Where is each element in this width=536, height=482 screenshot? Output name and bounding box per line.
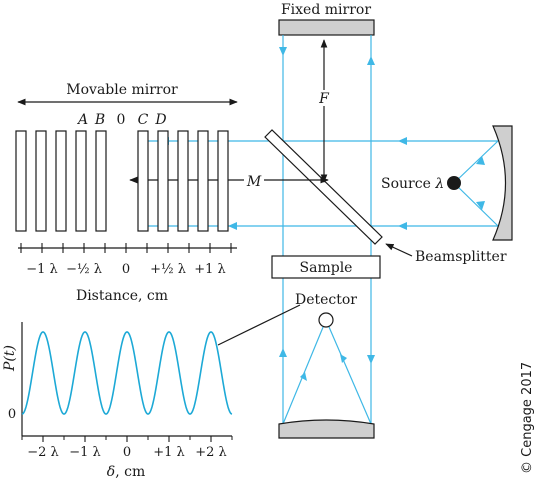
mirror-plate-1: [15, 130, 27, 232]
mirror-positions: [15, 130, 229, 232]
mirror-plate-2: [35, 130, 47, 232]
fixed-mirror-label: Fixed mirror: [281, 2, 371, 18]
m-label: M: [246, 174, 262, 190]
distance-tick-label: +½ λ: [150, 262, 186, 277]
mirror-letter-B: B: [94, 112, 105, 128]
distance-tick-label: −½ λ: [66, 262, 102, 277]
beamsplitter-leader: [385, 243, 413, 257]
delta-tick-label: −1 λ: [69, 445, 101, 460]
mirror-plate-4: [75, 130, 87, 232]
detector-to-signal-leader: [217, 304, 301, 346]
source-mirror: [492, 125, 513, 241]
delta-ticks: −2 λ −1 λ 0 +1 λ +2 λ: [21, 436, 233, 460]
mirror-letter-C: C: [138, 112, 149, 128]
distance-tick-label: 0: [122, 262, 130, 277]
signal-y-zero: 0: [8, 407, 16, 422]
source-icon: [447, 176, 461, 190]
f-label: F: [318, 91, 330, 107]
beamsplitter-label: Beamsplitter: [415, 249, 507, 265]
interferogram-line: [21, 331, 233, 415]
delta-tick-label: +1 λ: [153, 445, 185, 460]
sample-cell: [271, 255, 381, 279]
beamsplitter: [264, 129, 383, 245]
distance-tick-label: −1 λ: [26, 262, 58, 277]
mirror-letter-A: A: [76, 112, 88, 128]
delta-axis-label: δ, cm: [107, 464, 145, 480]
mirror-plate-9: [197, 130, 209, 232]
distance-axis-label: Distance, cm: [76, 288, 168, 304]
beam-arrows: [160, 47, 485, 381]
movable-mirror-label: Movable mirror: [66, 82, 178, 98]
detector-label: Detector: [295, 292, 357, 308]
detector-icon: [318, 312, 334, 328]
signal-y-label: P(t): [2, 345, 18, 372]
mirror-letter-0: 0: [117, 112, 126, 128]
distance-tick-label: +1 λ: [194, 262, 226, 277]
delta-tick-label: +2 λ: [195, 445, 227, 460]
focusing-mirror: [278, 419, 375, 439]
distance-ticks: −1 λ −½ λ 0 +½ λ +1 λ: [20, 243, 232, 277]
delta-tick-label: 0: [123, 445, 131, 460]
source-label: Source λ: [381, 176, 444, 192]
mirror-plate-3: [55, 130, 67, 232]
copyright-label: © Cengage 2017: [520, 362, 535, 474]
mirror-plate-6: [137, 130, 149, 232]
sample-label: Sample: [300, 260, 353, 276]
mirror-plate-8: [177, 130, 189, 232]
mirror-plate-10: [217, 130, 229, 232]
mirror-letter-D: D: [154, 112, 166, 128]
mirror-plate-7: [157, 130, 169, 232]
fixed-mirror: [278, 19, 375, 36]
delta-tick-label: −2 λ: [27, 445, 59, 460]
mirror-plate-5: [95, 130, 107, 232]
